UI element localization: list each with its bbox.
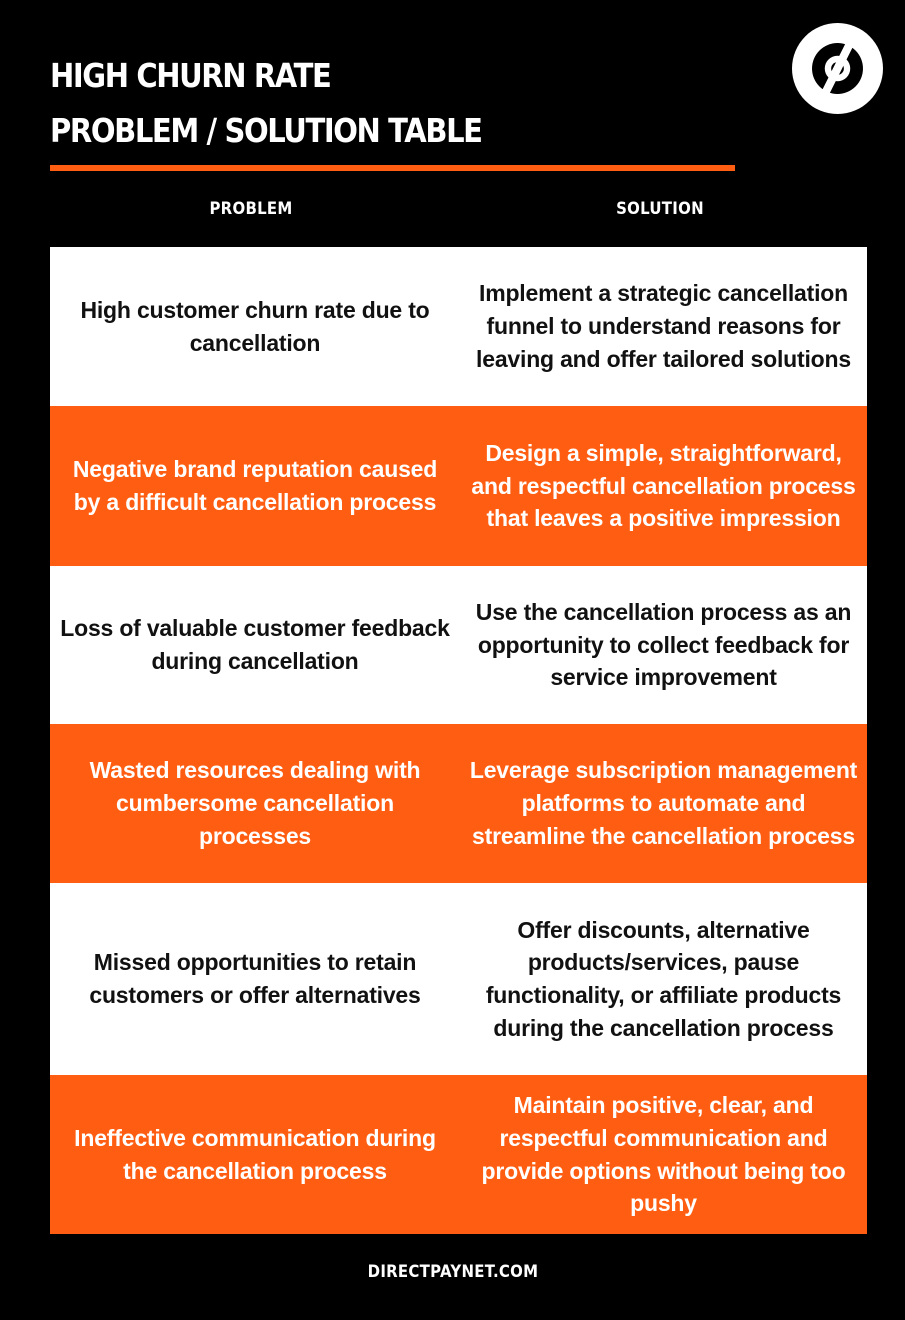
problem-cell: Missed opportunities to retain customers…: [89, 949, 421, 1008]
table-row: Wasted resources dealing with cumbersome…: [50, 724, 867, 883]
problem-cell: Wasted resources dealing with cumbersome…: [89, 757, 421, 849]
table-row: Negative brand reputation caused by a di…: [50, 406, 867, 566]
title-line-1: HIGH CHURN RATE: [50, 56, 332, 95]
footer-website: DIRECTPAYNET.COM: [0, 1262, 905, 1282]
problem-cell: High customer churn rate due to cancella…: [80, 296, 430, 356]
solution-cell: Offer discounts, alternative products/se…: [485, 916, 842, 1041]
problem-solution-table: High customer churn rate due to cancella…: [50, 247, 867, 1234]
column-header-solution: SOLUTION: [616, 199, 704, 219]
title-underline-divider: [50, 165, 735, 171]
problem-cell: Ineffective communication during the can…: [74, 1124, 436, 1184]
solution-cell: Design a simple, straightforward, and re…: [471, 439, 856, 532]
table-row: Missed opportunities to retain customers…: [50, 883, 867, 1075]
table-row: Ineffective communication during the can…: [50, 1075, 867, 1234]
page-title: HIGH CHURN RATE PROBLEM / SOLUTION TABLE: [50, 48, 483, 158]
solution-cell: Use the cancellation process as an oppor…: [475, 598, 852, 691]
solution-cell: Maintain positive, clear, and respectful…: [481, 1092, 846, 1217]
website-link[interactable]: DIRECTPAYNET.COM: [367, 1262, 538, 1282]
table-row: High customer churn rate due to cancella…: [50, 247, 867, 406]
solution-cell: Leverage subscription management platfor…: [469, 757, 858, 849]
problem-cell: Loss of valuable customer feedback durin…: [60, 615, 450, 674]
column-header-problem: PROBLEM: [209, 199, 293, 219]
solution-cell: Implement a strategic cancellation funne…: [476, 280, 851, 372]
table-row: Loss of valuable customer feedback durin…: [50, 566, 867, 724]
problem-cell: Negative brand reputation caused by a di…: [72, 456, 438, 515]
directpaynet-logo-icon: [792, 23, 883, 114]
title-line-2: PROBLEM / SOLUTION TABLE: [50, 111, 483, 150]
